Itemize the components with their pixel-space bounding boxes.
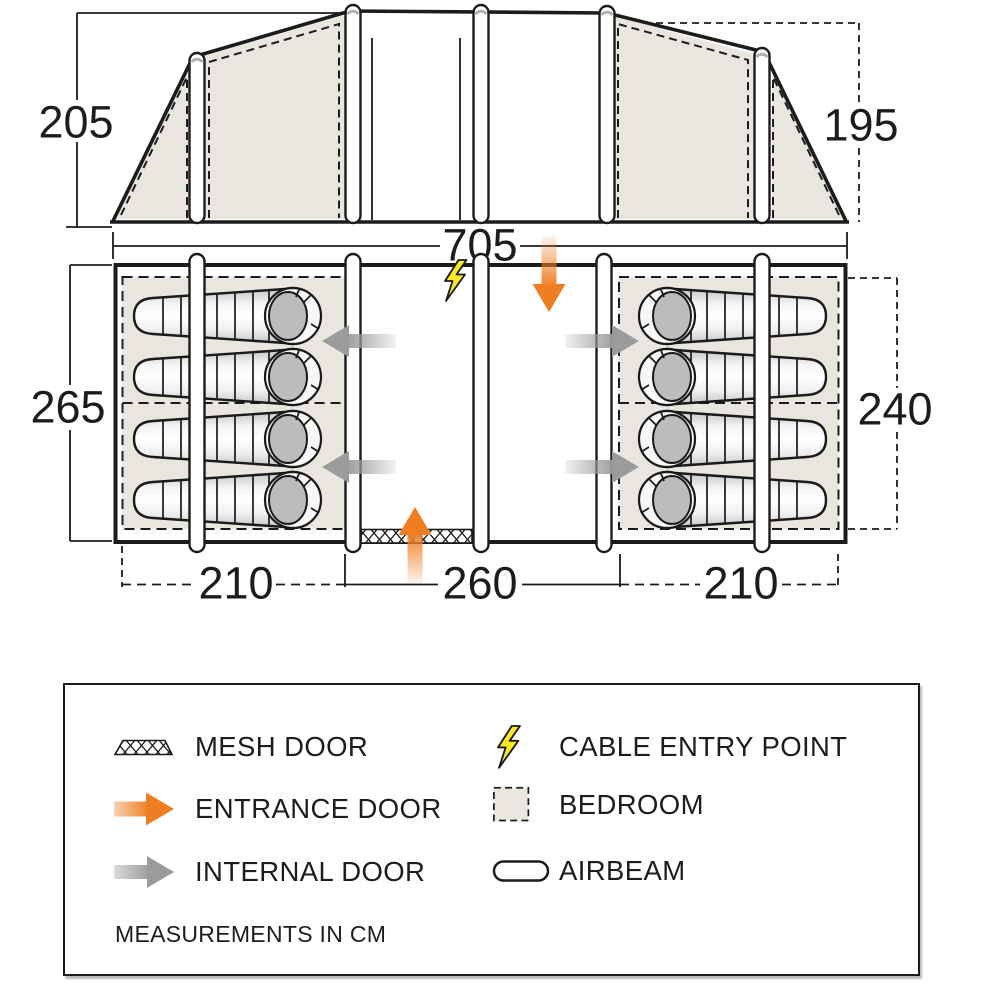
sleeping-bag: [132, 470, 323, 530]
legend-label: MESH DOOR: [195, 731, 369, 762]
legend-label: ENTRANCE DOOR: [195, 793, 442, 824]
dimension-right-width: 210: [703, 558, 778, 609]
dimension-right-depth: 240: [857, 384, 932, 435]
airbeam-tube: [344, 252, 362, 554]
legend-item-internal-door: INTERNAL DOOR: [114, 852, 425, 892]
legend-label: AIRBEAM: [559, 855, 686, 886]
legend-item-cable-entry: CABLE ENTRY POINT: [492, 725, 848, 769]
airbeam-pole: [753, 46, 771, 225]
dimension-right-height-lines: [656, 22, 860, 222]
airbeam-pole: [472, 3, 490, 225]
legend-box: MESH DOOR ENTRANCE DOOR INTERNAL DOOR: [63, 683, 920, 976]
legend-item-bedroom: BEDROOM: [492, 785, 704, 825]
floorplan-airbeam-tubes: [188, 252, 771, 554]
airbeam-tube: [472, 252, 490, 554]
dimension-right-height: 195: [823, 100, 898, 151]
sleeping-bag: [132, 409, 323, 469]
door-seam-lines: [371, 38, 461, 220]
entrance-arrow-icon: [114, 792, 195, 826]
bedroom-panel: [204, 15, 345, 219]
bedroom-panel: [613, 16, 754, 219]
airbeam-tube: [188, 252, 206, 554]
mesh-door-icon: [114, 739, 195, 756]
bottom-dimension-lines: [121, 546, 839, 587]
bedroom-swatch-icon: [492, 786, 559, 824]
sleeping-bag: [637, 286, 828, 346]
dimension-right-depth-lines: [848, 277, 898, 530]
dimension-left-height-lines: [66, 12, 347, 228]
airbeam-pole: [598, 4, 616, 225]
lightning-bolt-icon: [492, 723, 559, 771]
internal-arrow-icon: [114, 855, 195, 889]
airbeam-pole: [188, 51, 206, 225]
airbeam-tube: [753, 252, 771, 554]
sleeping-bag: [637, 409, 828, 469]
elevation-view: 205 195 705: [38, 3, 899, 271]
legend-item-airbeam: AIRBEAM: [492, 851, 686, 891]
legend-item-entrance-door: ENTRANCE DOOR: [114, 789, 442, 829]
floor-plan: 265 240 210 260 210: [30, 236, 933, 609]
dimension-left-depth-lines: [69, 264, 112, 542]
sleeping-bag: [132, 347, 323, 407]
dimension-center-width: 260: [442, 558, 517, 609]
legend-label: INTERNAL DOOR: [195, 856, 426, 887]
dimension-total-width-lines: [112, 232, 848, 259]
sleeping-bag: [637, 470, 828, 530]
tent-diagram: 205 195 705: [30, 3, 933, 609]
airbeam-icon: [492, 859, 559, 883]
legend-item-mesh-door: MESH DOOR: [114, 727, 368, 767]
legend-label: CABLE ENTRY POINT: [559, 731, 848, 762]
dimension-left-depth: 265: [30, 382, 105, 433]
inner-tent-dashed-lines: [120, 22, 840, 218]
dimension-left-height: 205: [38, 97, 113, 148]
sleeping-bag: [132, 286, 323, 346]
elevation-airbeam-poles: [188, 3, 771, 225]
legend-label: BEDROOM: [559, 789, 704, 820]
measurements-note: MEASUREMENTS IN CM: [115, 921, 387, 947]
dimension-left-width: 210: [198, 558, 273, 609]
airbeam-pole: [344, 3, 362, 225]
sleeping-bag: [637, 347, 828, 407]
airbeam-tube: [595, 252, 613, 554]
